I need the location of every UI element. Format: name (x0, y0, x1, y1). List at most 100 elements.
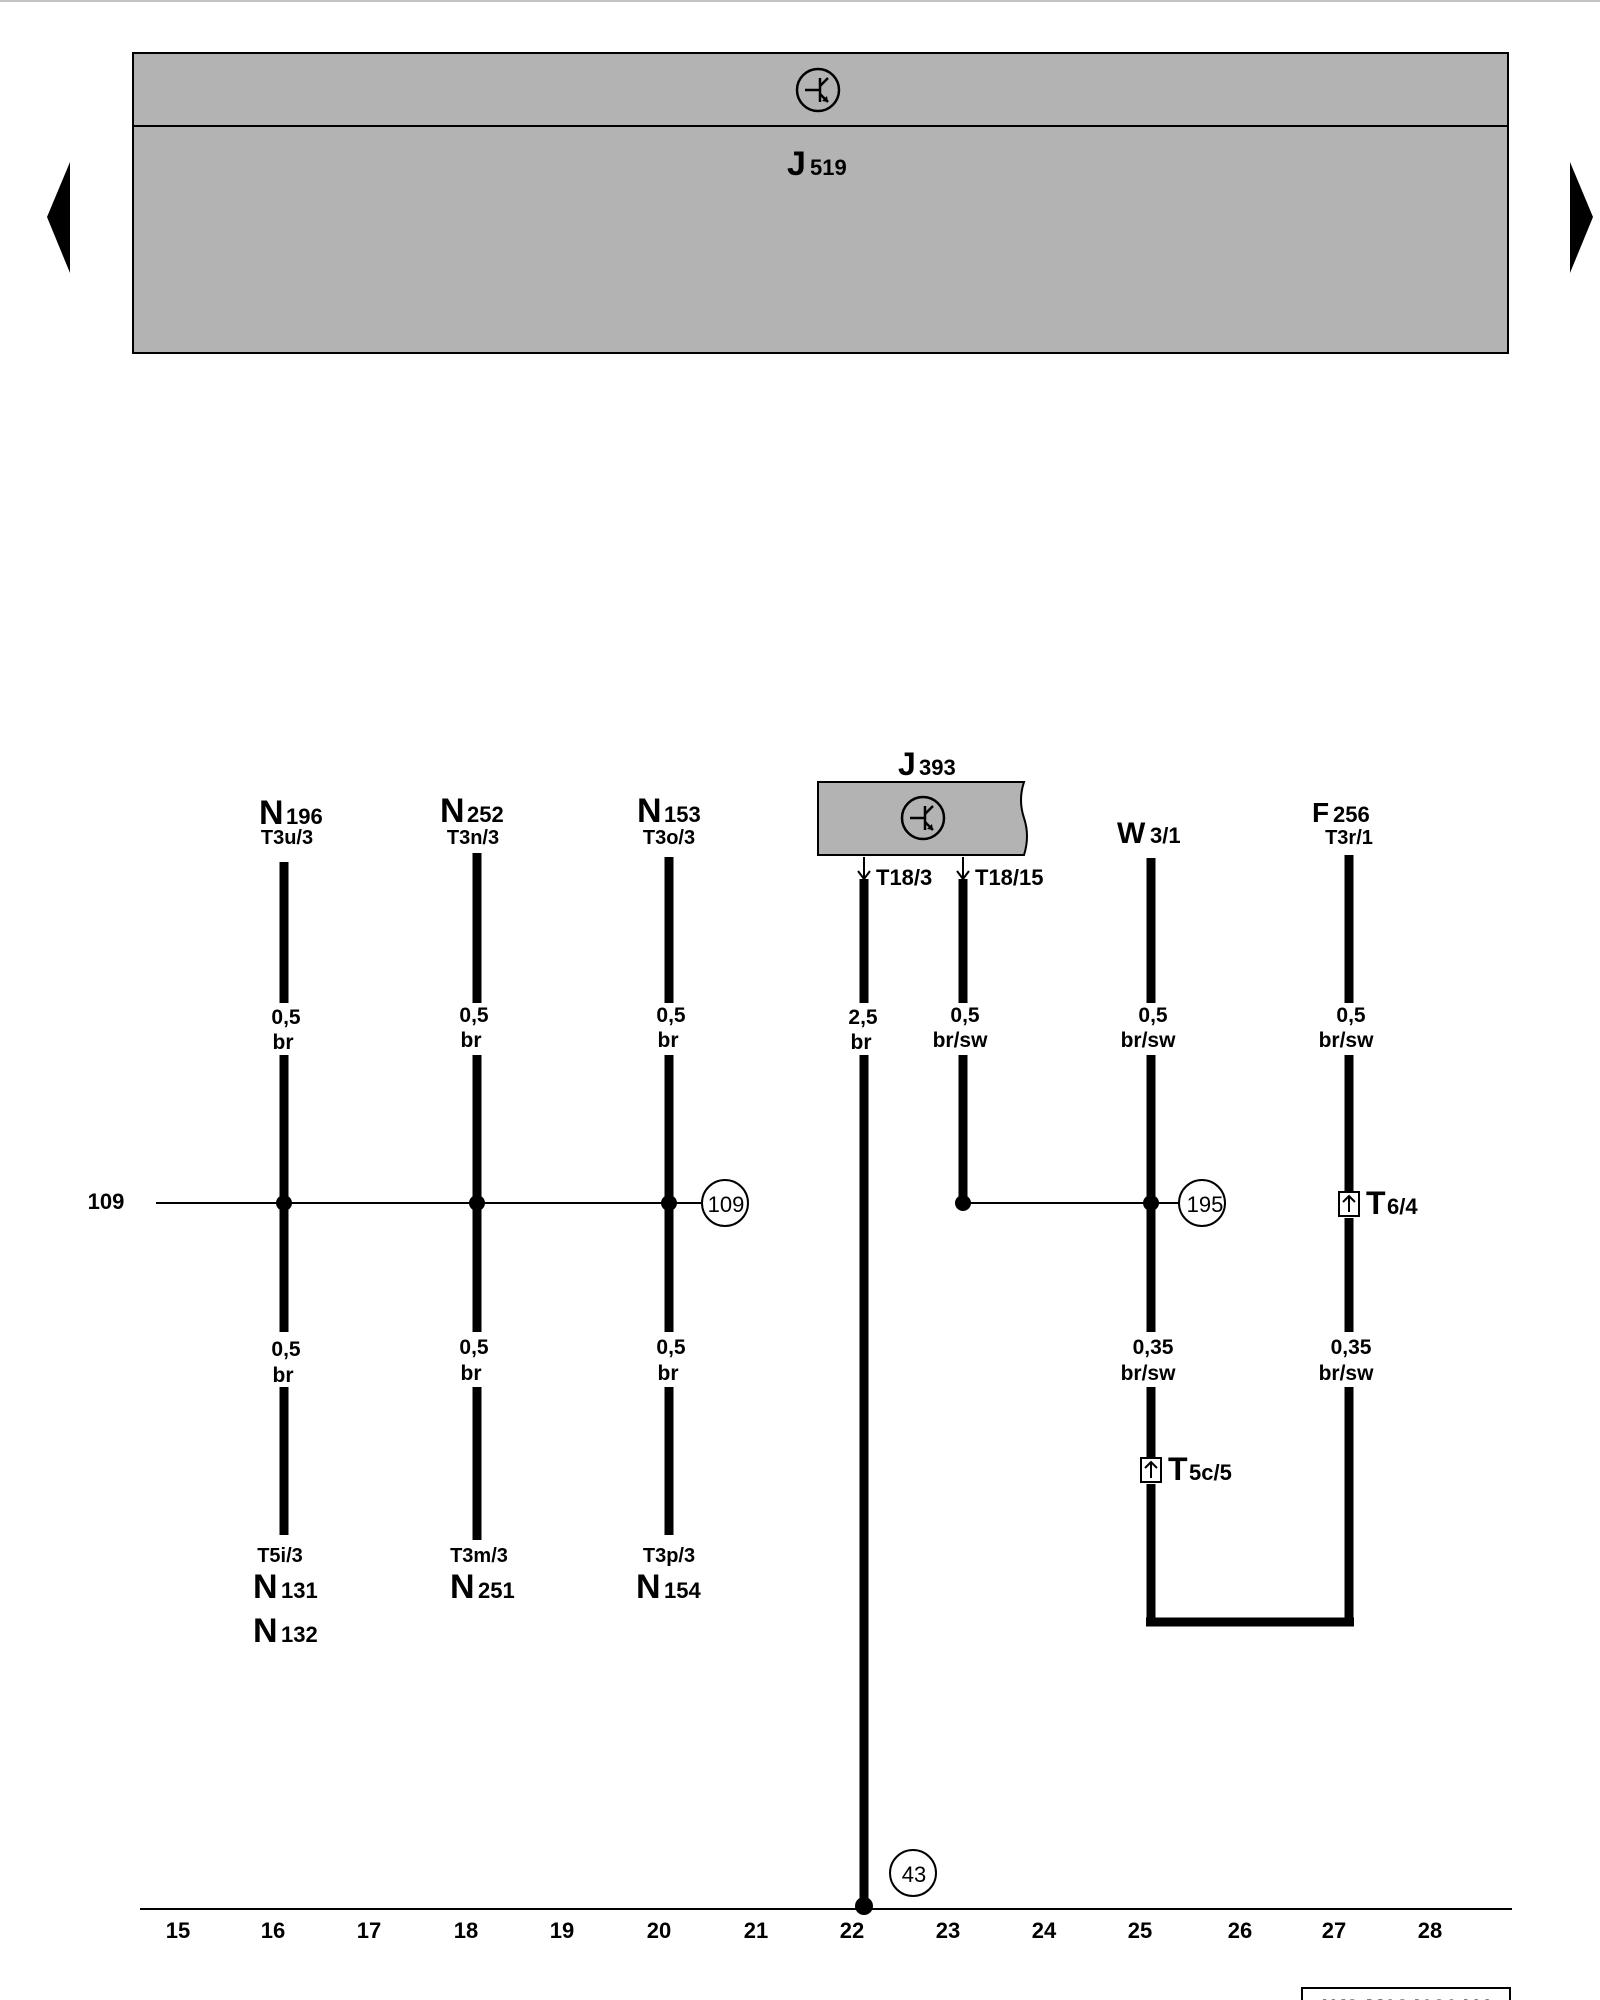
connector-letter: T (1366, 1185, 1386, 1221)
wire-color: br (461, 1362, 482, 1385)
track-number: 16 (261, 1918, 285, 1943)
track-number: 25 (1128, 1918, 1152, 1943)
junction-dot (1143, 1195, 1159, 1211)
track-number: 26 (1228, 1918, 1252, 1943)
wire-size: 0,5 (656, 1336, 686, 1359)
pin-label-t18-3: T18/3 (876, 865, 932, 890)
component-connector: T3o/3 (643, 827, 695, 849)
connector-t5c-5: T 5c/5 (1140, 1451, 1232, 1487)
component-number: 131 (281, 1578, 318, 1603)
component-n131: T5i/3 N 131 (253, 1545, 318, 1606)
wire-size: 0,5 (459, 1336, 489, 1359)
component-letter: N (253, 1612, 278, 1650)
track-number: 23 (936, 1918, 960, 1943)
control-unit-box (132, 52, 1509, 354)
track-number: 19 (550, 1918, 574, 1943)
wire-color: br/sw (1319, 1362, 1375, 1385)
wire-color: br (658, 1362, 679, 1385)
component-connector: T3r/1 (1325, 827, 1373, 849)
component-letter: N (636, 1568, 661, 1606)
component-n196: N 196 T3u/3 (259, 794, 323, 849)
component-connector: T3p/3 (643, 1545, 695, 1567)
wire-size: 0,5 (656, 1004, 686, 1027)
wire-size: 0,5 (1336, 1004, 1366, 1027)
component-letter: N (637, 792, 662, 830)
wire-size: 0,5 (271, 1338, 301, 1361)
pin-arrow-right-icon (956, 857, 970, 881)
wire-size: 0,5 (1138, 1004, 1168, 1027)
junction-dots (276, 1195, 1159, 1915)
reference-circle-109 (701, 1179, 749, 1227)
wire-color: br (273, 1364, 294, 1387)
component-letter: F (1312, 797, 1329, 828)
track-number: 18 (454, 1918, 478, 1943)
component-n251: T3m/3 N 251 (450, 1545, 515, 1606)
header-unit-letter: J (787, 145, 806, 183)
component-n154: T3p/3 N 154 (636, 1545, 701, 1606)
wire-size: 0,5 (271, 1006, 301, 1029)
track-number: 20 (647, 1918, 671, 1943)
reference-109-label: 109 (708, 1192, 745, 1217)
wire-color: br/sw (1121, 1029, 1177, 1052)
track-number: 21 (744, 1918, 768, 1943)
control-unit-header: J 519 (132, 52, 1509, 354)
track-number: 28 (1418, 1918, 1442, 1943)
reference-43-label: 43 (902, 1862, 926, 1887)
wire-color: br/sw (933, 1029, 989, 1052)
component-number: 251 (478, 1578, 515, 1603)
wires (279, 853, 1354, 1908)
component-number: 153 (664, 802, 701, 827)
junction-dot (661, 1195, 677, 1211)
header-unit-number: 519 (810, 155, 847, 180)
module-transistor-icon (900, 795, 946, 841)
junction-dot (955, 1195, 971, 1211)
component-n153: N 153 T3o/3 (637, 792, 701, 849)
pin-label-t18-15: T18/15 (975, 865, 1044, 890)
module-letter: J (898, 746, 916, 782)
wire-color: br (851, 1031, 872, 1054)
wire-color: br/sw (1121, 1362, 1177, 1385)
track-number: 22 (840, 1918, 864, 1943)
component-letter: N (259, 794, 284, 832)
component-w: W 3/1 (1117, 817, 1181, 850)
diagram-id-box: 1K2-M034030411 (1301, 1987, 1511, 2000)
connector-number: 6/4 (1387, 1194, 1418, 1219)
component-letter: N (440, 792, 465, 830)
component-connector: T5i/3 (257, 1545, 303, 1567)
connector-letter: T (1168, 1451, 1188, 1487)
wire-color: br (273, 1031, 294, 1054)
prev-page-arrow-icon[interactable] (47, 162, 70, 273)
track-number-row: 15 16 17 18 19 20 21 22 23 24 25 26 27 28 (166, 1918, 1442, 1943)
wire-color: br (658, 1029, 679, 1052)
track-number: 17 (357, 1918, 381, 1943)
component-number: 252 (467, 802, 504, 827)
wire-size: 0,5 (950, 1004, 980, 1027)
module-j393: J 393 T18/3 T18/15 (817, 746, 1044, 890)
track-number: 24 (1032, 1918, 1057, 1943)
transistor-icon (795, 67, 841, 113)
component-n252: N 252 T3n/3 (440, 792, 504, 849)
component-number: 132 (281, 1622, 318, 1647)
reference-circle-195 (1178, 1179, 1226, 1227)
track-number: 15 (166, 1918, 190, 1943)
reference-195-label: 195 (1187, 1192, 1224, 1217)
component-number: 3/1 (1150, 823, 1181, 848)
wire-size: 2,5 (848, 1006, 878, 1029)
wire-labels: 0,5 br 0,5 br 0,5 br 2,5 br 0,5 br/sw 0,… (271, 1004, 1374, 1387)
component-n132: N 132 (253, 1612, 318, 1650)
reference-circle-43 (889, 1849, 937, 1897)
component-letter: N (450, 1568, 475, 1606)
connector-pin-icon (1140, 1457, 1162, 1483)
diagram-id: 1K2-M034030411 (1318, 1995, 1493, 2000)
wire-color: br (461, 1029, 482, 1052)
junction-dot (276, 1195, 292, 1211)
component-connector: T3n/3 (447, 827, 499, 849)
component-connector: T3m/3 (450, 1545, 508, 1567)
next-page-arrow-icon[interactable] (1570, 162, 1593, 273)
track-number: 27 (1322, 1918, 1346, 1943)
junction-dot (469, 1195, 485, 1211)
bus-reference-left: 109 (88, 1189, 125, 1214)
wire-size: 0,5 (459, 1004, 489, 1027)
wire-size: 0,35 (1133, 1336, 1174, 1359)
component-letter: W (1117, 817, 1146, 850)
